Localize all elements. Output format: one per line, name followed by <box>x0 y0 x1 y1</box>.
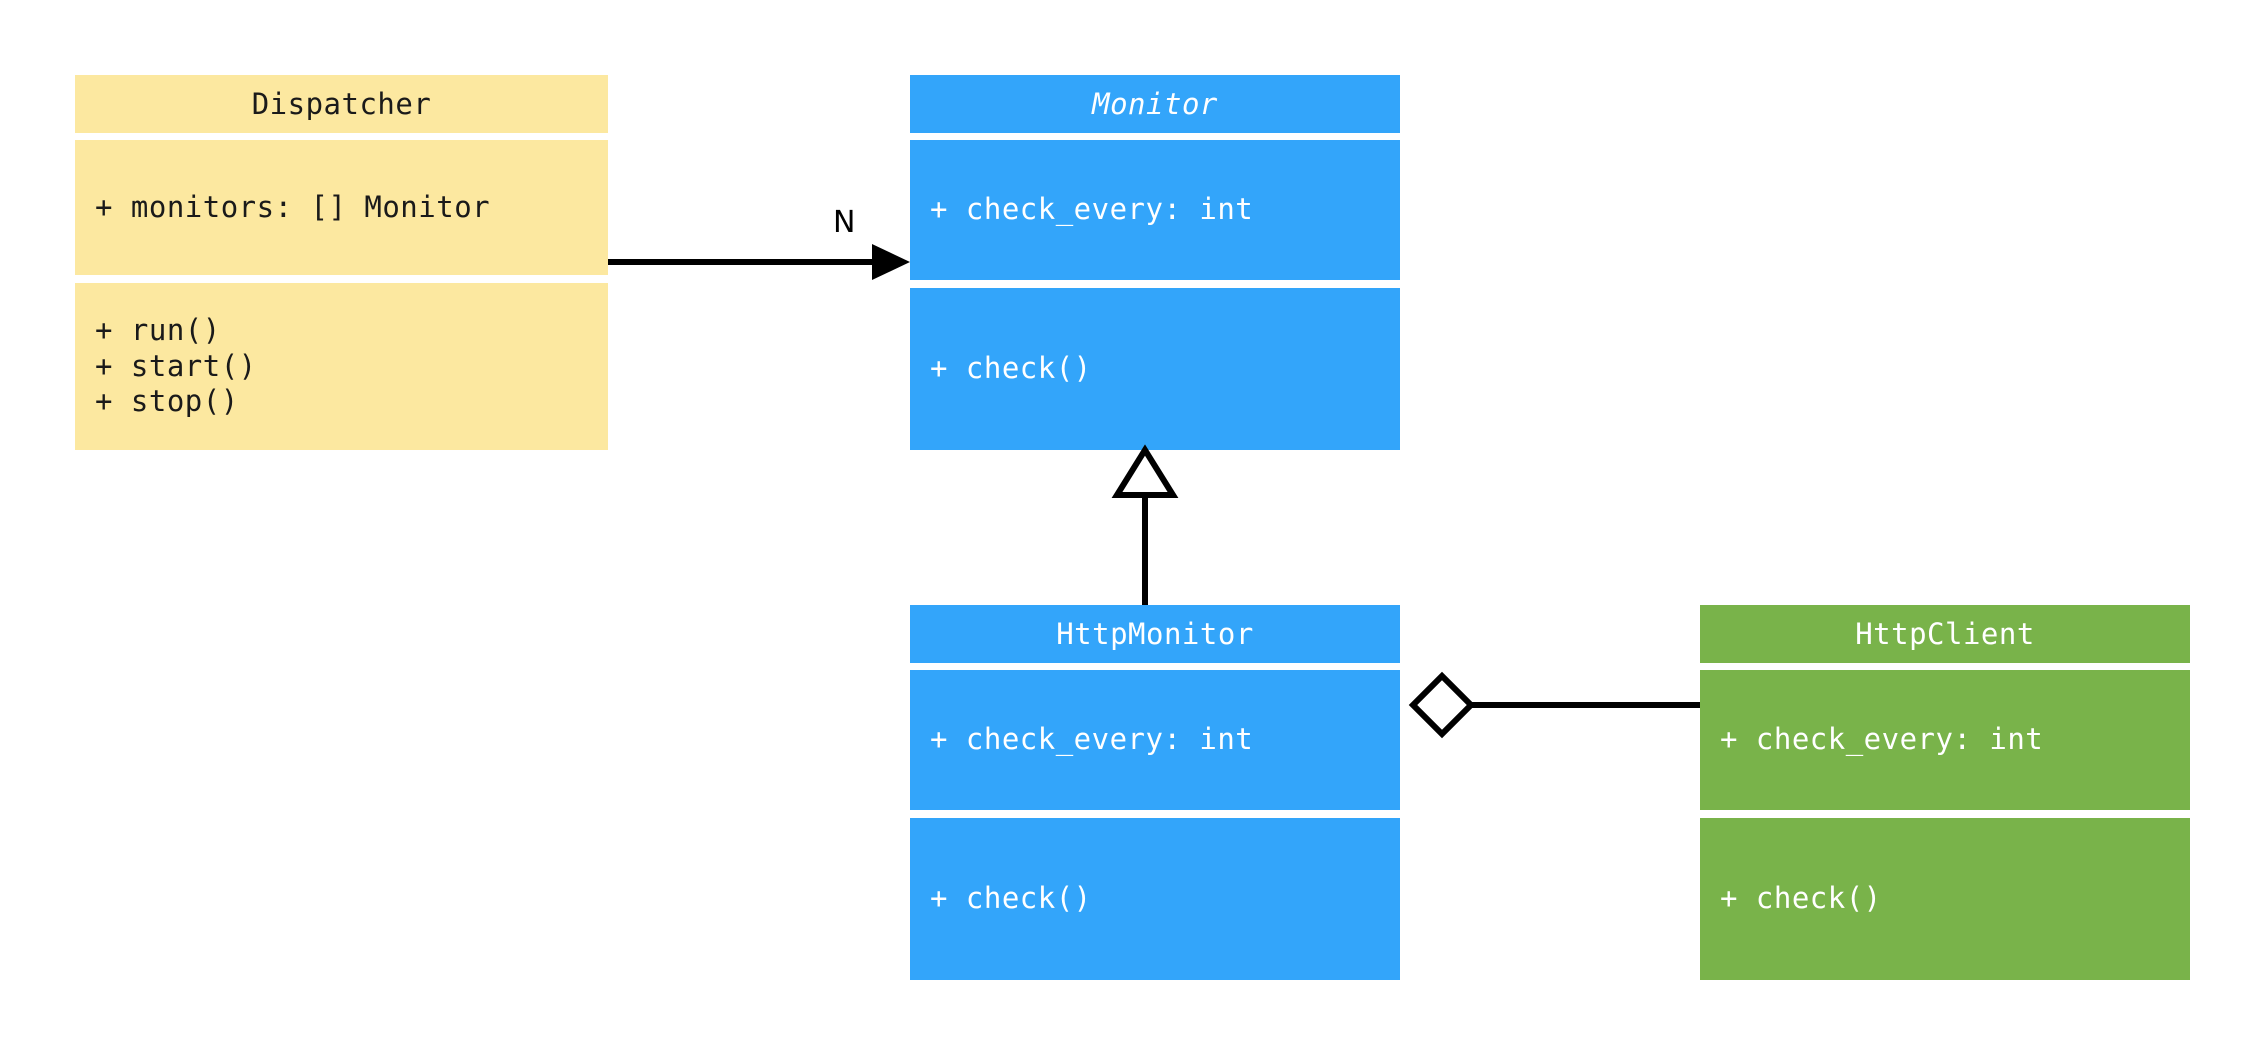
class-methods-http-monitor: + check() <box>910 818 1400 980</box>
class-box-http-monitor[interactable]: HttpMonitor + check_every: int + check() <box>910 605 1400 980</box>
class-box-http-client[interactable]: HttpClient + check_every: int + check() <box>1700 605 2190 980</box>
edge-http-monitor-to-monitor[interactable] <box>1111 444 1179 605</box>
class-title-dispatcher: Dispatcher <box>75 75 608 133</box>
class-attributes-http-client: + check_every: int <box>1700 670 2190 810</box>
class-attributes-monitor: + check_every: int <box>910 140 1400 280</box>
arrowhead-filled-icon <box>872 244 910 280</box>
class-box-monitor[interactable]: Monitor + check_every: int + check() <box>910 75 1400 450</box>
class-title-http-monitor: HttpMonitor <box>910 605 1400 663</box>
class-methods-monitor: + check() <box>910 288 1400 450</box>
class-attributes-dispatcher: + monitors: [] Monitor <box>75 140 608 275</box>
class-attributes-http-monitor: + check_every: int <box>910 670 1400 810</box>
edge-label-multiplicity-n: N <box>833 205 856 240</box>
class-title-monitor: Monitor <box>910 75 1400 133</box>
class-title-http-client: HttpClient <box>1700 605 2190 663</box>
hollow-triangle-icon <box>1111 444 1179 498</box>
class-box-dispatcher[interactable]: Dispatcher + monitors: [] Monitor + run(… <box>75 75 608 450</box>
edge-dispatcher-to-monitor[interactable] <box>608 244 910 280</box>
class-methods-http-client: + check() <box>1700 818 2190 980</box>
class-methods-dispatcher: + run() + start() + stop() <box>75 283 608 450</box>
hollow-diamond-icon <box>1408 671 1476 739</box>
edge-http-monitor-to-http-client[interactable] <box>1408 671 1700 739</box>
